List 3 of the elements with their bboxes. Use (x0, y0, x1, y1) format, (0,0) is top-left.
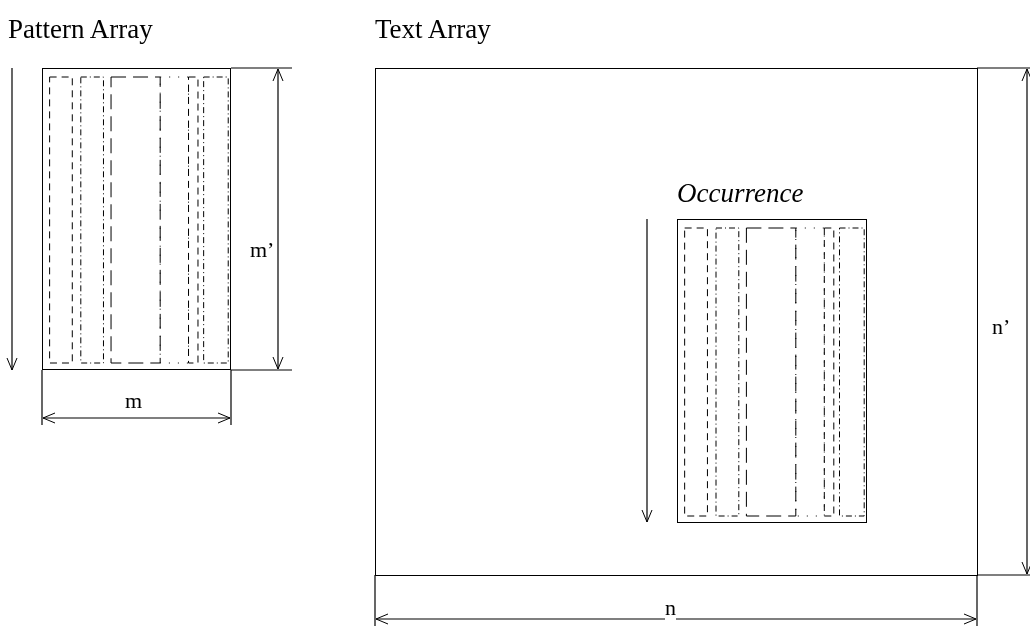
array-heading: Text Array (375, 13, 491, 46)
array-heading: Pattern Array (8, 13, 153, 46)
array-heading: Occurrence (677, 177, 804, 210)
